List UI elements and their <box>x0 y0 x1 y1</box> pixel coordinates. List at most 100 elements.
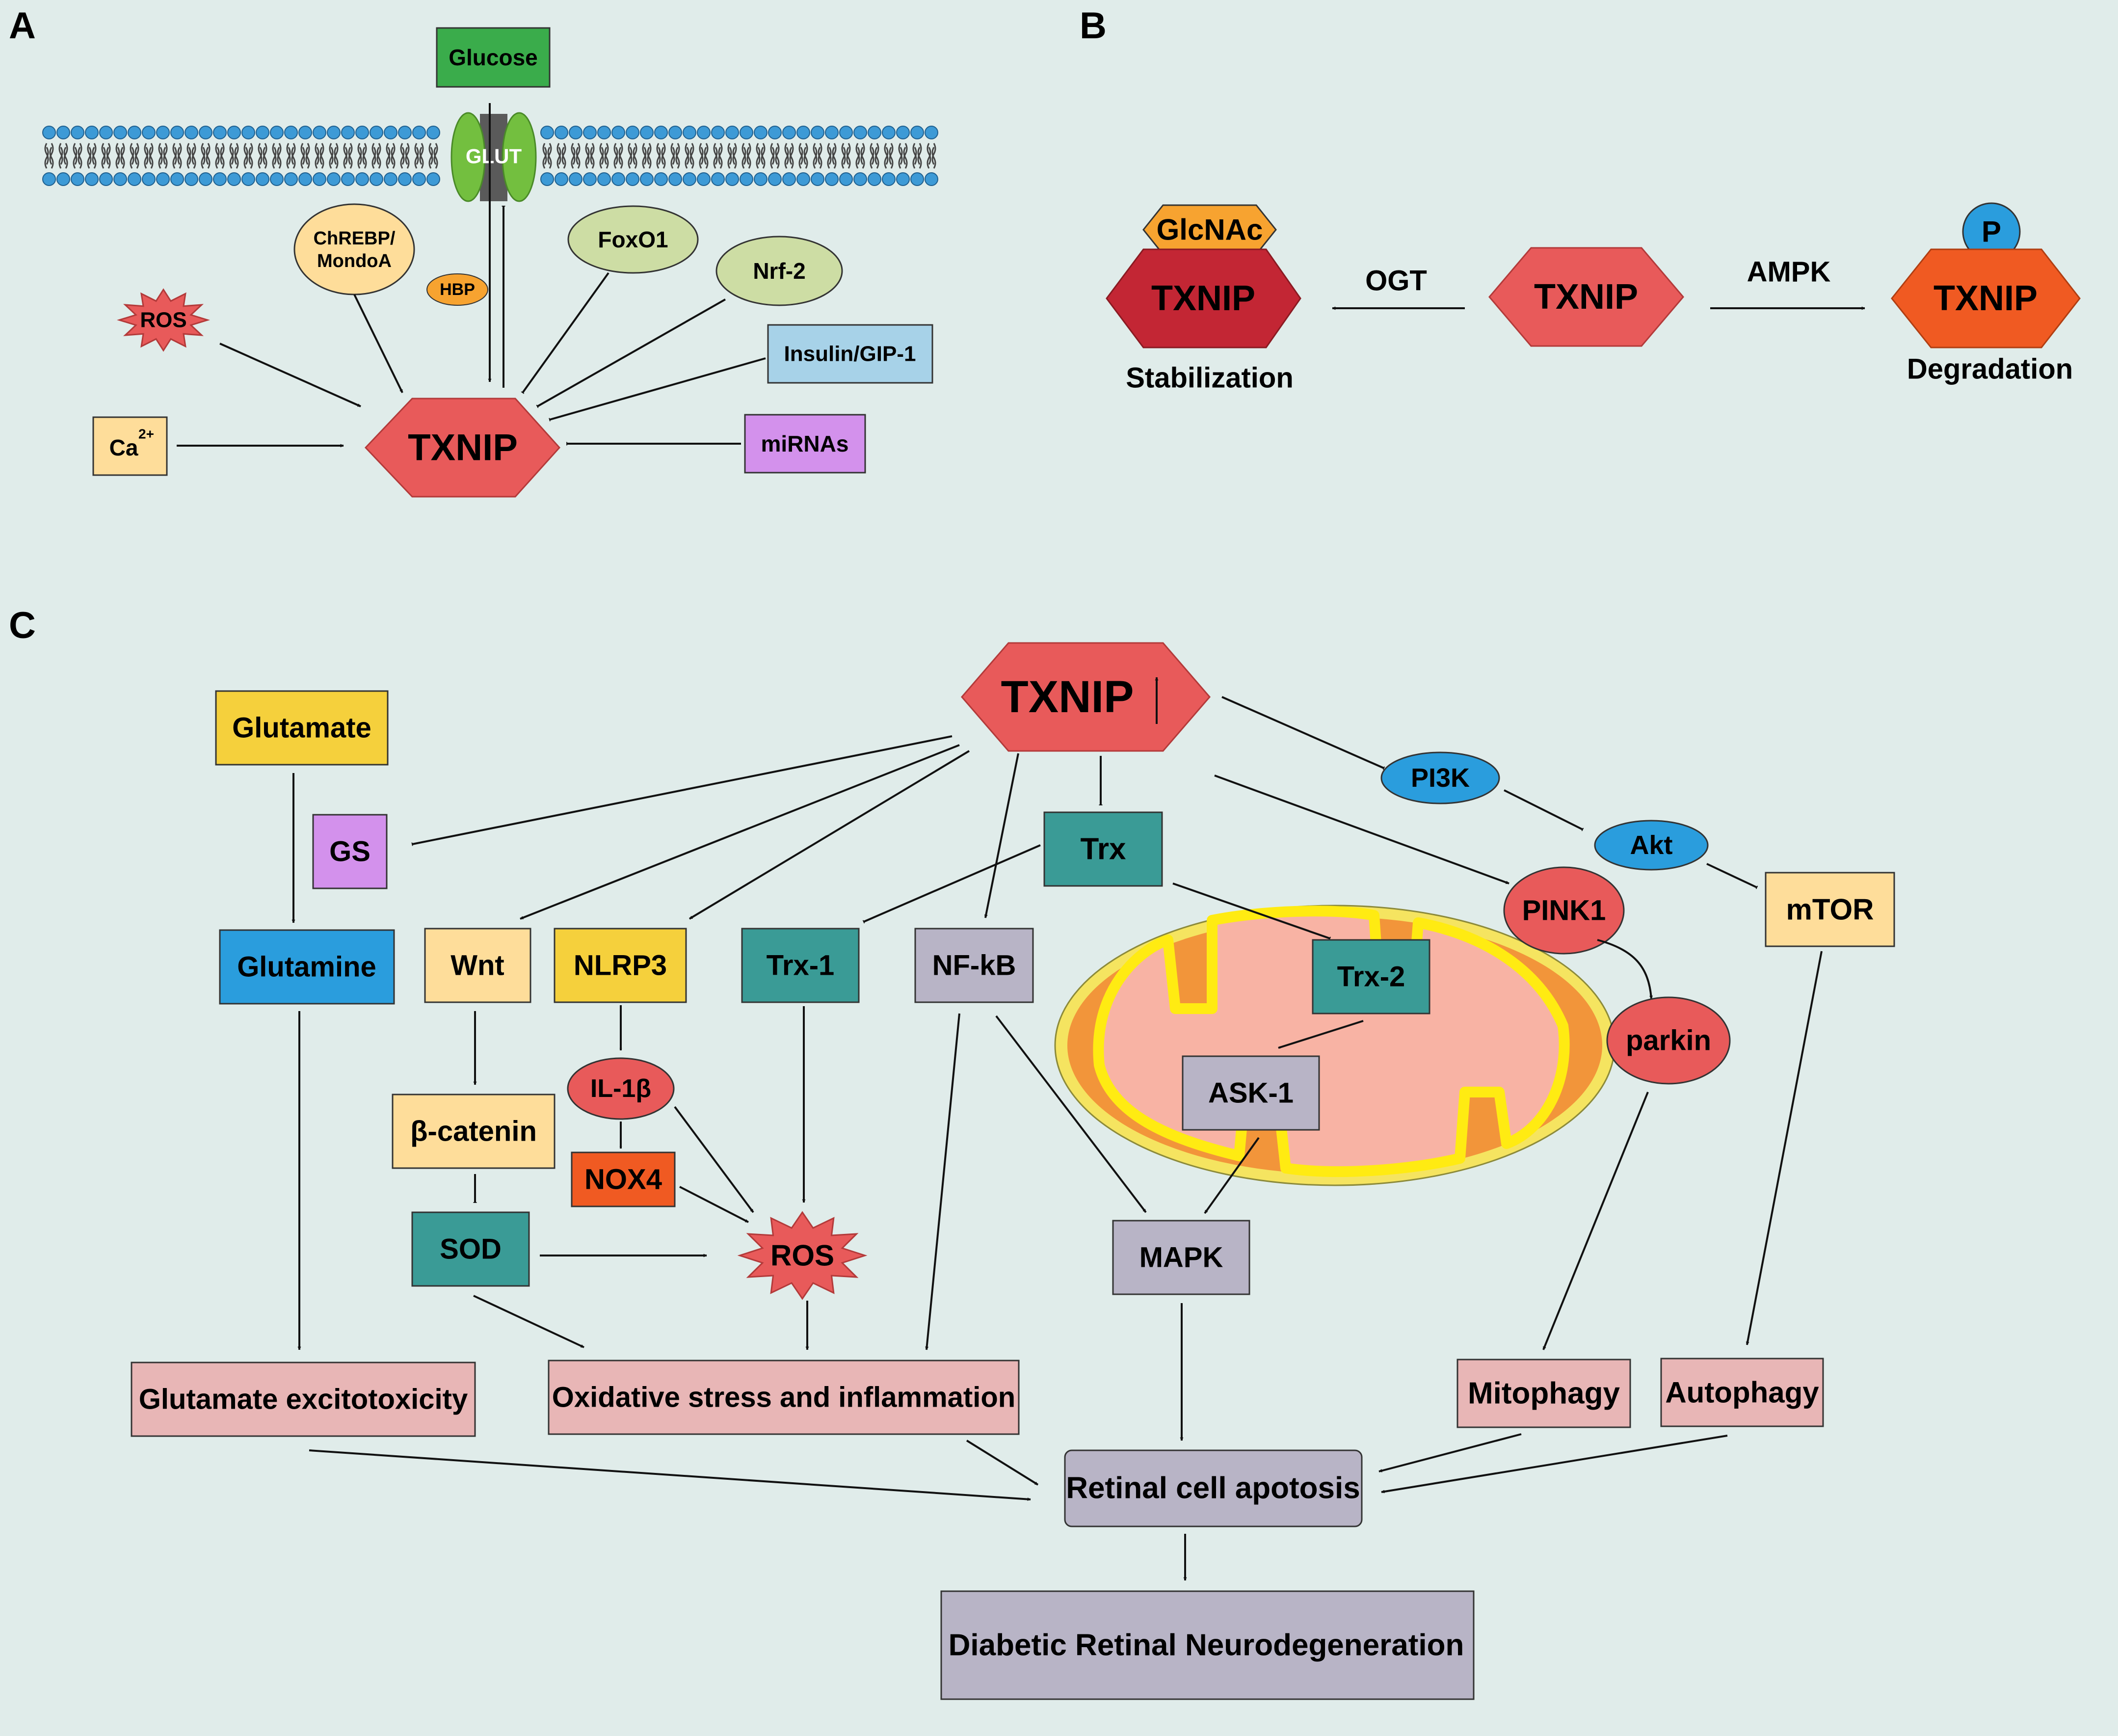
mitophagy-label: Mitophagy <box>1468 1377 1620 1411</box>
ros-node-a: ROS <box>116 288 211 352</box>
beta-catenin-node: β-catenin <box>392 1094 556 1169</box>
txnip-stabilized-node: TXNIP <box>1106 248 1301 348</box>
chrebp-mondoa-node: ChREBP/ MondoA <box>293 203 415 295</box>
glut-label: GLUT <box>466 145 522 168</box>
glutamine-node: Glutamine <box>219 929 395 1005</box>
txnip-center-label: TXNIP <box>1534 277 1638 317</box>
ros-node-c: ROS <box>737 1211 868 1300</box>
retinal-apoptosis-node: Retinal cell apotosis <box>1064 1449 1363 1527</box>
foxo1-node: FoxO1 <box>567 205 699 274</box>
ask1-label: ASK-1 <box>1208 1077 1294 1109</box>
insulin-node: Insulin/GIP-1 <box>767 324 933 384</box>
panel-c: TXNIP Glutamate GS Glutamine <box>131 642 1895 1700</box>
hbp-node: HBP <box>426 273 488 306</box>
nox4-node: NOX4 <box>571 1151 676 1207</box>
ask1-node: ASK-1 <box>1182 1055 1320 1131</box>
ros-label-a: ROS <box>140 308 186 332</box>
nrf2-label: Nrf-2 <box>753 258 805 284</box>
trx1-label: Trx-1 <box>767 950 835 982</box>
panel-label-a: A <box>9 5 36 47</box>
txnip-degraded-label: TXNIP <box>1933 279 2038 318</box>
diabetic-neurodegeneration-node: Diabetic Retinal Neurodegeneration <box>940 1590 1475 1700</box>
beta-catenin-label: β-catenin <box>410 1116 537 1148</box>
mapk-node: MAPK <box>1112 1220 1250 1295</box>
trx-label: Trx <box>1080 832 1126 866</box>
gs-label: GS <box>329 836 371 868</box>
il1b-label: IL-1β <box>590 1074 651 1103</box>
ogt-label: OGT <box>1365 265 1427 297</box>
txnip-degraded-node: TXNIP <box>1891 248 2081 348</box>
mitophagy-node: Mitophagy <box>1456 1359 1631 1428</box>
mapk-label: MAPK <box>1139 1242 1223 1274</box>
glcnac-label: GlcNAc <box>1157 214 1263 246</box>
nrf2-node: Nrf-2 <box>715 236 843 306</box>
ca-superscript: 2+ <box>138 427 154 442</box>
panel-b: GlcNAc TXNIP Stabilization OGT TXNIP AMP… <box>1106 202 2081 394</box>
wnt-node: Wnt <box>424 928 531 1003</box>
glucose-label: Glucose <box>449 45 538 70</box>
pi3k-label: PI3K <box>1411 763 1470 793</box>
autophagy-node: Autophagy <box>1660 1358 1824 1427</box>
txnip-node-a: TXNIP <box>364 398 561 498</box>
glut-transporter: GLUT <box>450 112 537 202</box>
panel-a: GLUT Glucose ChREBP/ MondoA HBP FoxO1 <box>42 27 938 498</box>
nlrp3-label: NLRP3 <box>574 950 667 982</box>
glutamate-excitotoxicity-label: Glutamate excitotoxicity <box>139 1384 468 1416</box>
wnt-label: Wnt <box>450 950 504 982</box>
stabilization-label: Stabilization <box>1126 362 1294 394</box>
glcnac-node: GlcNAc <box>1142 204 1277 255</box>
trx-node: Trx <box>1043 811 1163 887</box>
gs-node: GS <box>312 814 388 889</box>
nox4-label: NOX4 <box>584 1164 662 1196</box>
pi3k-node: PI3K <box>1380 751 1500 804</box>
mirnas-node: miRNAs <box>744 414 866 474</box>
autophagy-label: Autophagy <box>1665 1376 1819 1409</box>
parkin-label: parkin <box>1626 1025 1711 1057</box>
diabetic-neurodegeneration-label: Diabetic Retinal Neurodegeneration <box>949 1629 1464 1662</box>
glutamate-label: Glutamate <box>232 712 371 744</box>
trx2-node: Trx-2 <box>1312 939 1430 1015</box>
hbp-label: HBP <box>440 280 475 299</box>
insulin-label: Insulin/GIP-1 <box>784 342 916 366</box>
pink1-node: PINK1 <box>1503 866 1625 955</box>
glutamate-excitotoxicity-node: Glutamate excitotoxicity <box>131 1362 476 1437</box>
ros-label-c: ROS <box>770 1239 834 1272</box>
panel-label-b: B <box>1080 5 1107 47</box>
mtor-label: mTOR <box>1786 893 1874 926</box>
cell-membrane <box>42 126 938 186</box>
txnip-stabilized-label: TXNIP <box>1151 279 1255 318</box>
txnip-node-c: TXNIP <box>961 642 1211 752</box>
trx1-node: Trx-1 <box>741 928 860 1003</box>
txnip-label-c: TXNIP <box>1001 672 1134 722</box>
oxidative-stress-label: Oxidative stress and inflammation <box>552 1382 1015 1414</box>
txnip-label-a: TXNIP <box>408 427 518 469</box>
il1b-node: IL-1β <box>567 1057 675 1120</box>
chrebp-label-2: MondoA <box>317 251 392 271</box>
mirnas-label: miRNAs <box>761 431 849 456</box>
akt-node: Akt <box>1594 820 1709 871</box>
sod-node: SOD <box>411 1211 530 1287</box>
foxo1-label: FoxO1 <box>598 227 668 252</box>
degradation-label: Degradation <box>1907 353 2073 385</box>
glucose-node: Glucose <box>436 27 551 88</box>
phospho-label: P <box>1982 215 2001 248</box>
glutamine-label: Glutamine <box>237 951 376 983</box>
glutamate-node: Glutamate <box>215 690 389 766</box>
ampk-label: AMPK <box>1747 256 1831 288</box>
ca-label: Ca <box>109 435 138 460</box>
parkin-node: parkin <box>1606 996 1731 1085</box>
panel-label-c: C <box>9 605 36 646</box>
oxidative-stress-node: Oxidative stress and inflammation <box>548 1360 1020 1435</box>
mtor-node: mTOR <box>1765 872 1895 947</box>
phospho-node: P <box>1962 202 2021 261</box>
calcium-node: Ca 2+ <box>92 416 168 476</box>
nlrp3-node: NLRP3 <box>554 928 687 1003</box>
retinal-apoptosis-label: Retinal cell apotosis <box>1066 1471 1360 1505</box>
txnip-center-node: TXNIP <box>1488 247 1684 347</box>
nfkb-label: NF-kB <box>932 950 1016 982</box>
trx2-label: Trx-2 <box>1337 961 1405 993</box>
chrebp-label-1: ChREBP/ <box>314 228 396 249</box>
akt-label: Akt <box>1630 830 1672 860</box>
